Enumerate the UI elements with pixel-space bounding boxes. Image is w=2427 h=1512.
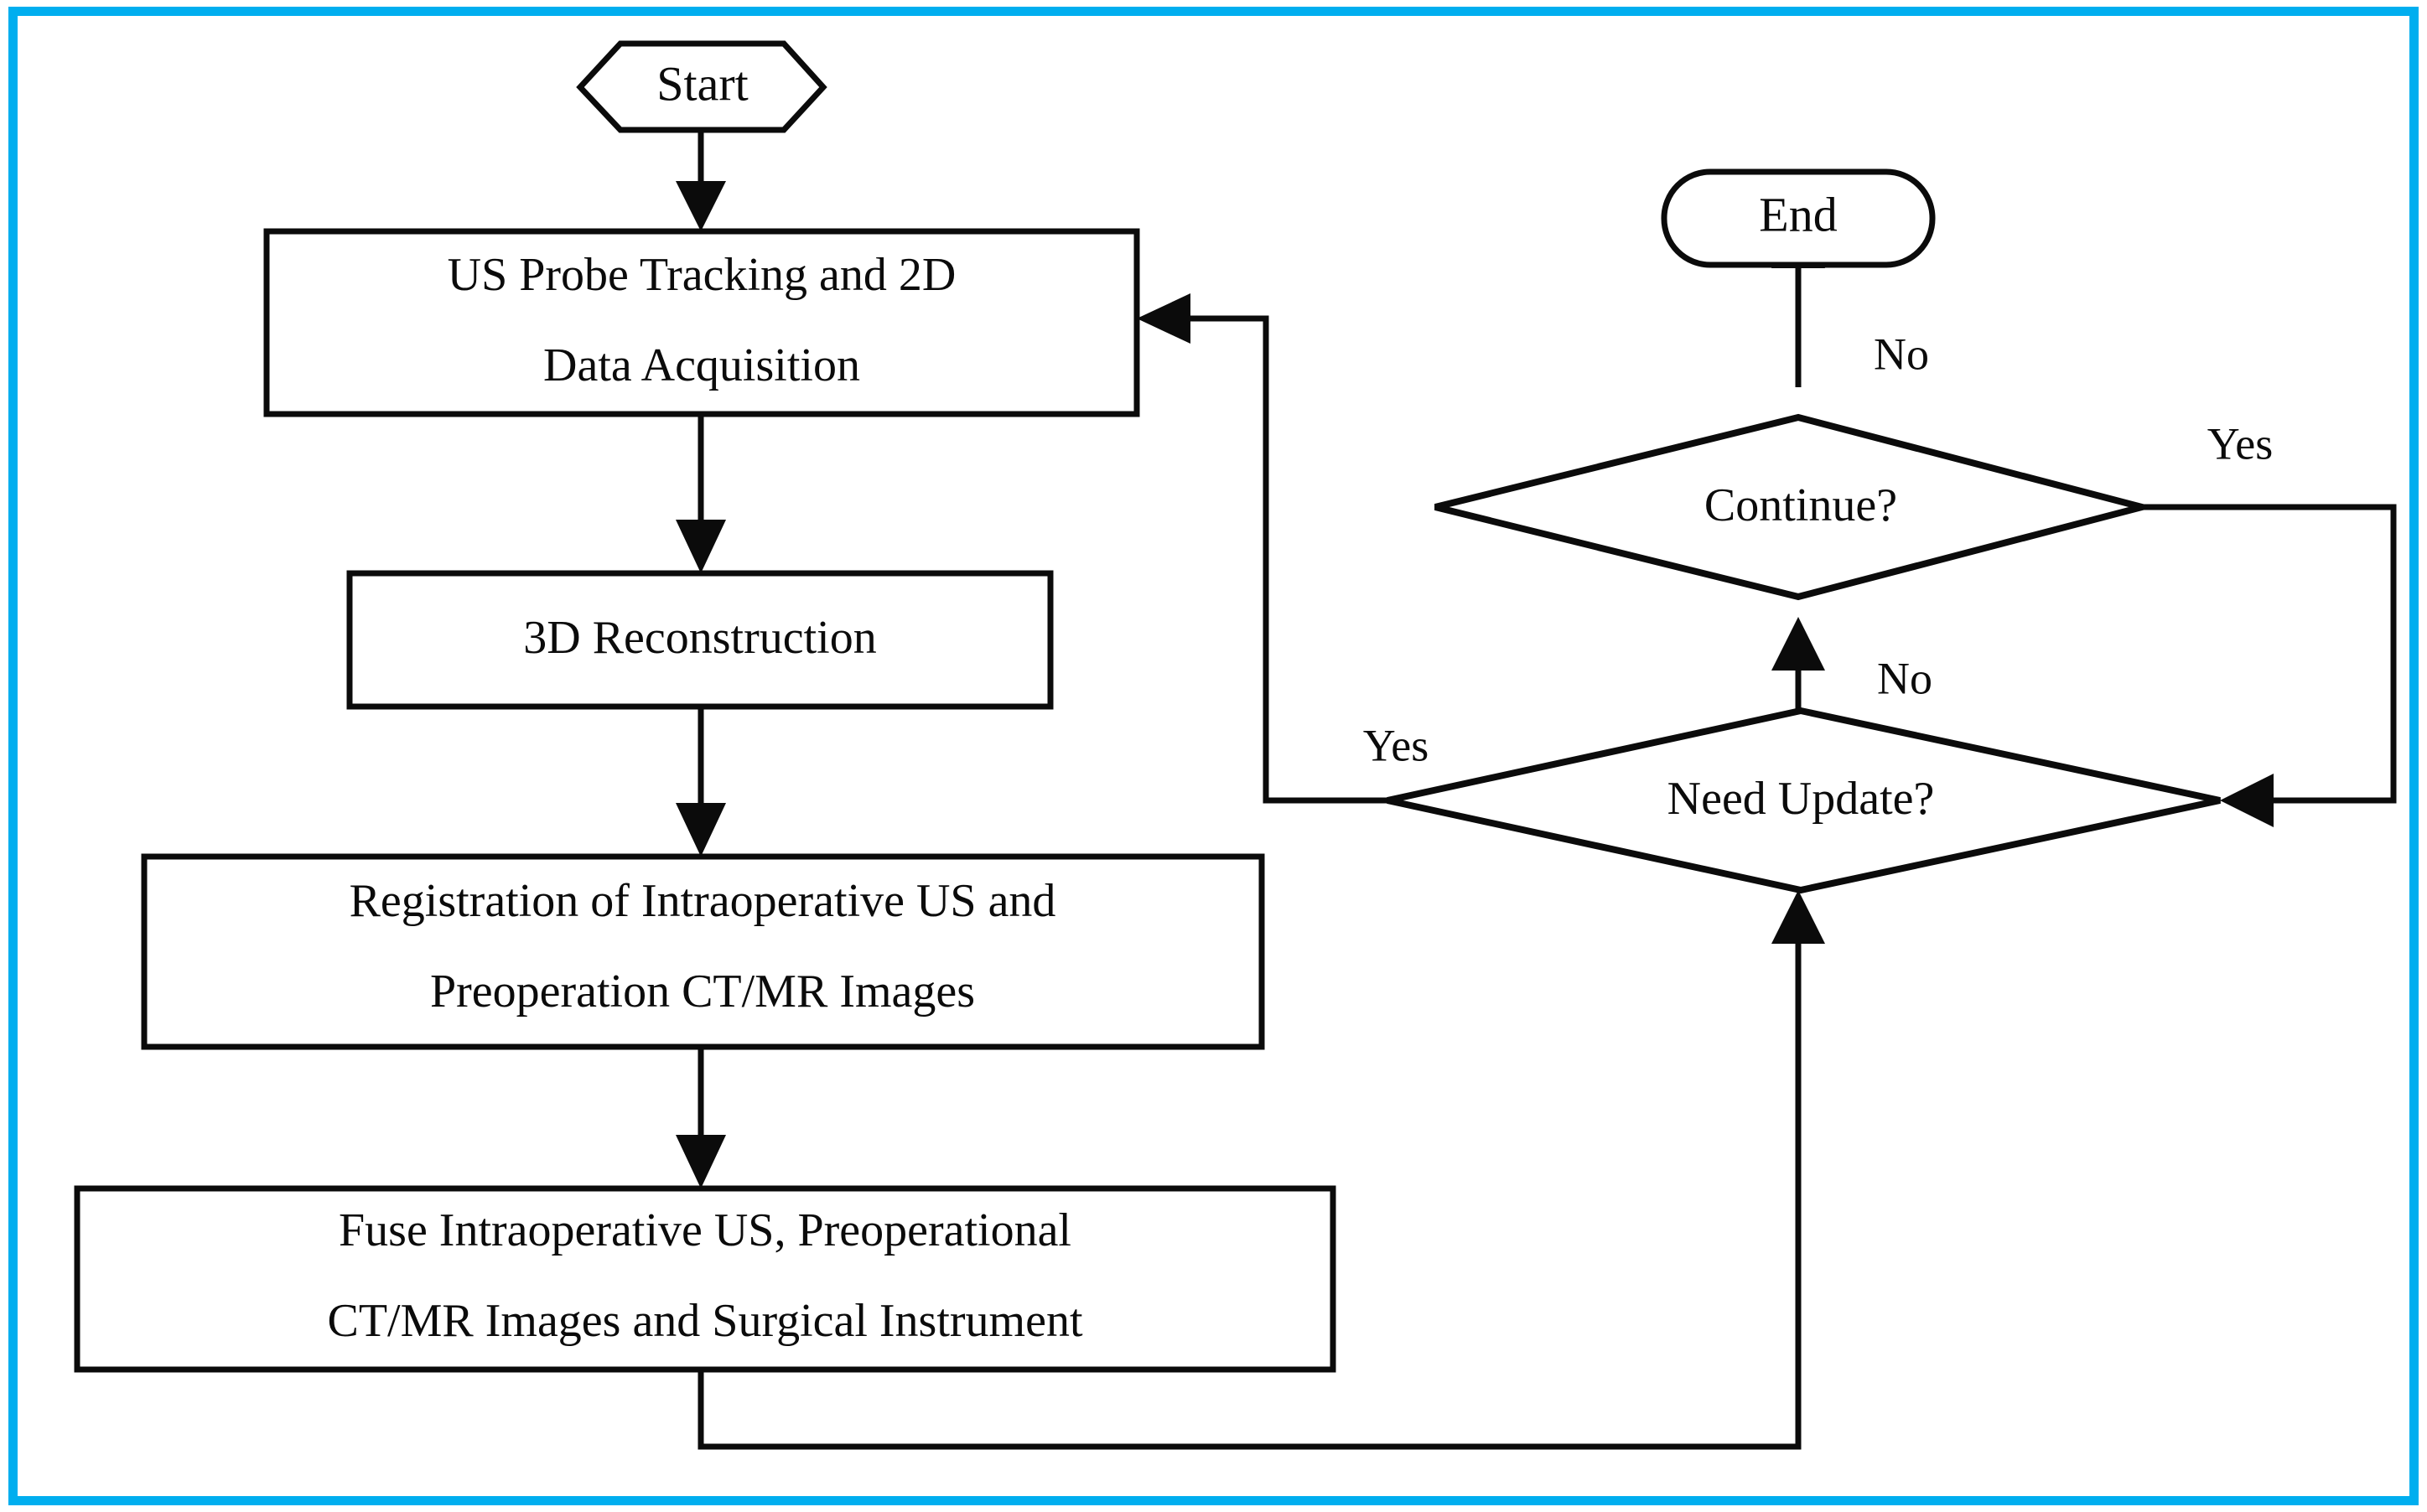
node-continue[interactable]: Continue? — [1434, 413, 2155, 601]
node-acquire-line2: Data Acquisition — [543, 339, 860, 391]
node-fuse-line2: CT/MR Images and Surgical Instrument — [327, 1295, 1083, 1347]
edge-label-continue-yes: Yes — [2207, 418, 2274, 469]
edge-label-continue-no: No — [1874, 329, 1929, 379]
edge-acquire-to-reconstruct — [676, 414, 726, 573]
node-start-label: Start — [656, 56, 749, 111]
node-register[interactable]: Registration of Intraoperative US and Pr… — [141, 853, 1265, 1050]
node-need-update-label: Need Update? — [1667, 773, 1935, 825]
edge-need-update-no-to-continue — [1771, 617, 1825, 711]
node-reconstruct[interactable]: 3D Reconstruction — [346, 570, 1054, 710]
node-acquire[interactable]: US Probe Tracking and 2D Data Acquisitio… — [263, 228, 1140, 417]
node-end[interactable]: End — [1661, 168, 1936, 268]
edge-register-to-fuse — [676, 1047, 726, 1188]
node-continue-label: Continue? — [1704, 479, 1897, 531]
edge-label-need-update-no: No — [1877, 653, 1932, 703]
edge-need-update-yes-to-acquire — [1137, 293, 1387, 804]
edge-start-to-acquire — [676, 130, 726, 231]
node-end-label: End — [1759, 187, 1837, 241]
edge-continue-yes-to-need-update — [2142, 504, 2397, 827]
node-reconstruct-label: 3D Reconstruction — [523, 612, 876, 664]
node-acquire-line1: US Probe Tracking and 2D — [448, 249, 957, 301]
edge-label-need-update-yes: Yes — [1363, 720, 1429, 770]
edge-reconstruct-to-register — [676, 707, 726, 857]
edge-fuse-to-need-update — [698, 890, 1825, 1450]
node-need-update[interactable]: Need Update? — [1387, 707, 2221, 894]
node-register-line1: Registration of Intraoperative US and — [350, 875, 1056, 927]
node-start[interactable]: Start — [576, 40, 827, 133]
node-fuse-line1: Fuse Intraoperative US, Preoperational — [339, 1204, 1071, 1256]
node-register-line2: Preoperation CT/MR Images — [430, 966, 975, 1017]
node-fuse[interactable]: Fuse Intraoperative US, Preoperational C… — [74, 1185, 1336, 1373]
